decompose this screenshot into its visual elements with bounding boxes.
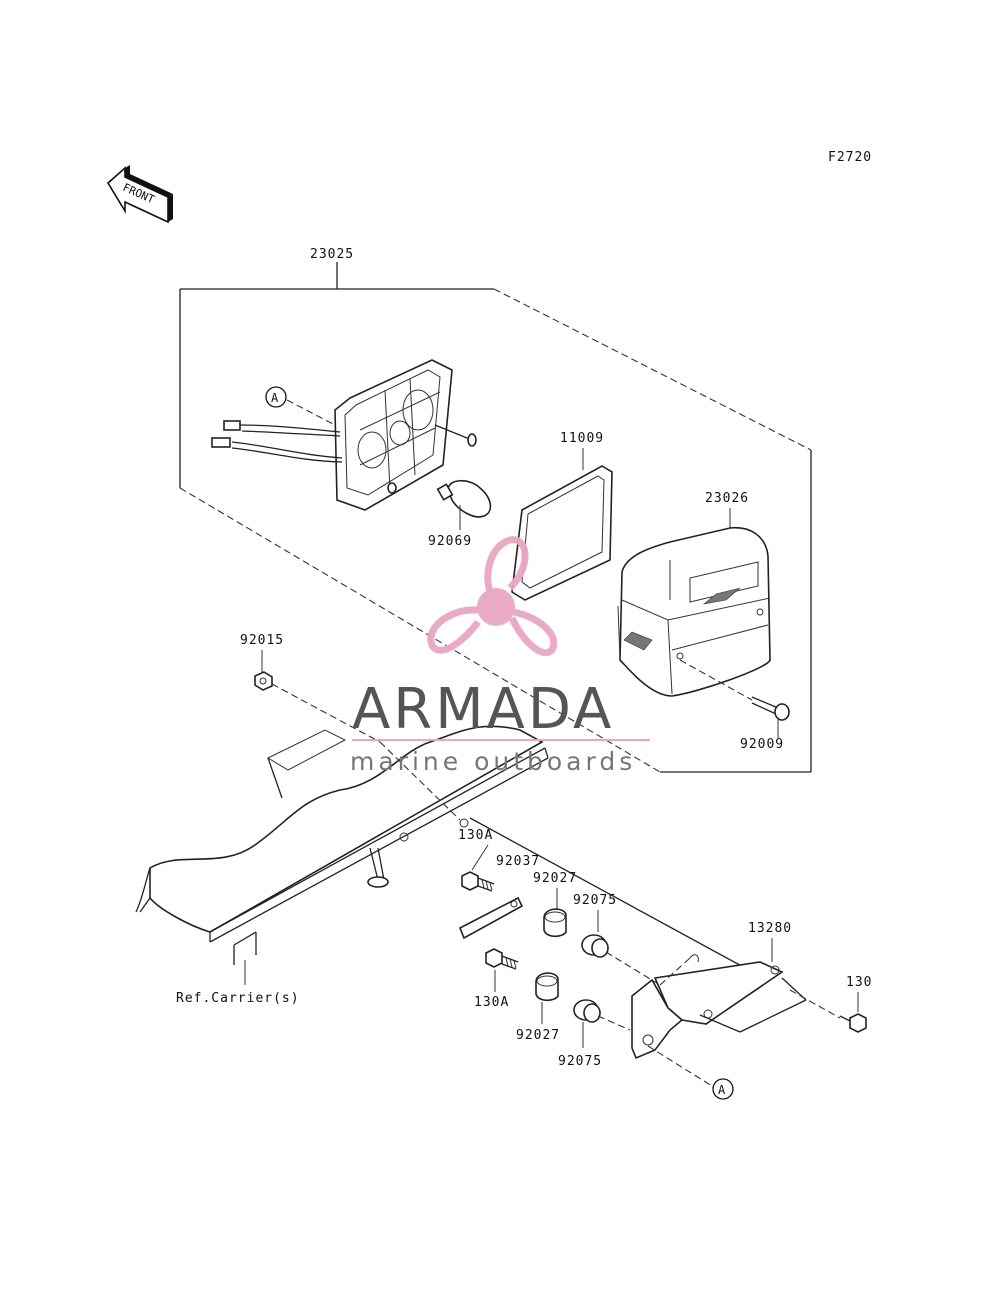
part-label-92027-bottom: 92027 (516, 1028, 560, 1043)
bracket-13280 (631, 954, 841, 1087)
spacer-92037 (458, 896, 524, 940)
part-label-92075-top: 92075 (573, 893, 617, 908)
watermark-tagline: marine outboards (350, 747, 636, 776)
callout-marker-bottom-label: A (718, 1083, 726, 1097)
propeller-logo-icon (427, 536, 558, 657)
front-arrow-icon: FRONT (106, 165, 173, 224)
part-label-130: 130 (846, 975, 872, 990)
callout-marker-top (265, 386, 287, 408)
callout-marker-top-label: A (271, 391, 279, 405)
part-label-130A-top: 130A (458, 828, 493, 843)
part-label-92009: 92009 (740, 737, 784, 752)
bolt-130A-bottom (485, 948, 519, 970)
lamp-base-housing (211, 359, 477, 511)
part-label-23026: 23026 (705, 491, 749, 506)
callout-marker-bottom (712, 1078, 734, 1100)
watermark-brand: ARMADA (352, 677, 614, 742)
collar-92027-bottom (535, 972, 559, 1002)
collar-92027-top (543, 908, 567, 938)
part-label-23025: 23025 (310, 247, 354, 262)
gasket-11009 (511, 465, 613, 601)
bulb-92069 (436, 479, 492, 530)
bolt-130A-top (461, 871, 495, 892)
grommet-92075-top (581, 934, 609, 958)
assembly-bracket-23025 (179, 262, 812, 773)
ref-carrier-label: Ref.Carrier(s) (176, 991, 300, 1006)
screw-92009 (751, 696, 790, 721)
bolt-130 (839, 1013, 867, 1033)
diagram-code: F2720 (828, 150, 872, 165)
nut-92015 (254, 671, 273, 691)
part-label-13280: 13280 (748, 921, 792, 936)
part-label-130A-bottom: 130A (474, 995, 509, 1010)
grommet-92075-bottom (573, 999, 601, 1023)
part-label-92069: 92069 (428, 534, 472, 549)
part-label-92075-bottom: 92075 (558, 1054, 602, 1069)
part-label-11009: 11009 (560, 431, 604, 446)
carrier-reference (135, 725, 759, 985)
part-label-92027-top: 92027 (533, 871, 577, 886)
part-label-92037: 92037 (496, 854, 540, 869)
part-label-92015: 92015 (240, 633, 284, 648)
lens-23026 (617, 527, 771, 697)
